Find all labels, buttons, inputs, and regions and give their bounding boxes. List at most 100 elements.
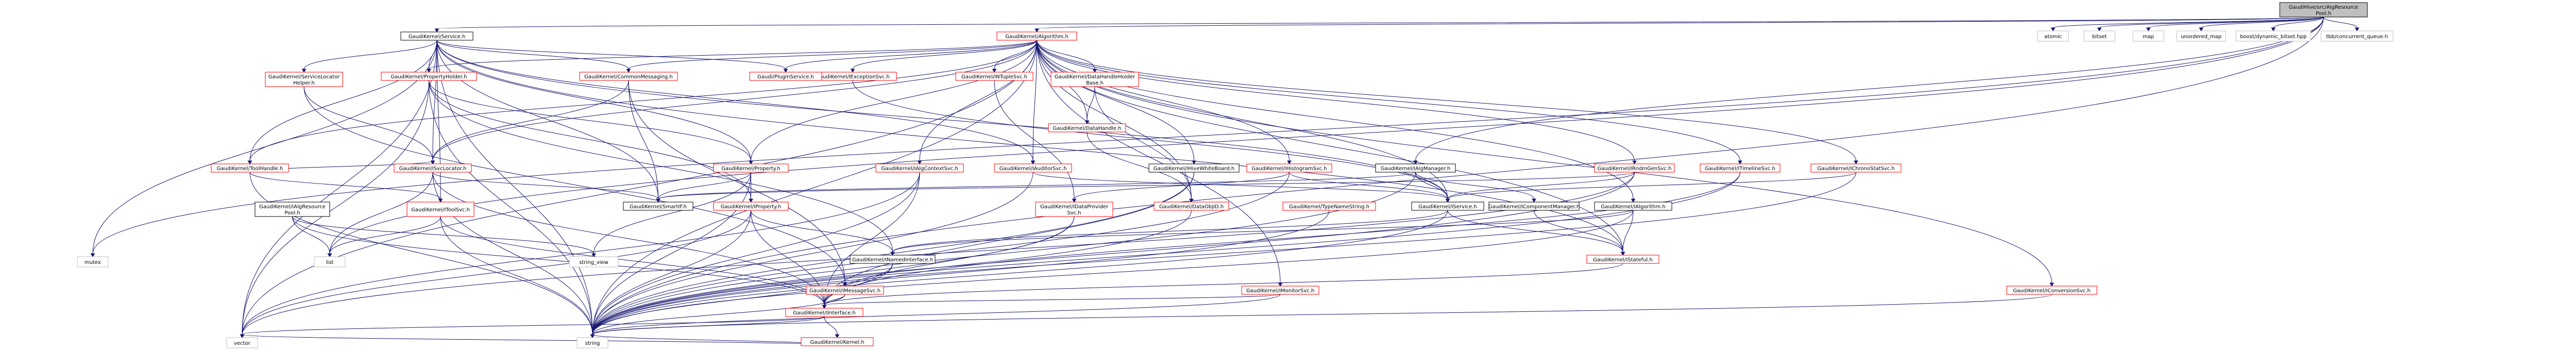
edge-datahandleholder-to-dataobjid: [1094, 86, 1192, 199]
node-iinterface[interactable]: GaudiKernel/IInterface.h: [785, 308, 863, 317]
edge-arrowhead-algorithm-to-iexceptionsvc: [850, 69, 855, 73]
node-dataobjid[interactable]: GaudiKernel/DataObjID.h: [1154, 202, 1229, 211]
edge-arrowhead-algorithm-to-ialgorithm: [1631, 198, 1636, 203]
edge-arrowhead-kernel-to-string: [590, 334, 595, 338]
node-imonitorsvc[interactable]: GaudiKernel/IMonitorSvc.h: [1241, 286, 1319, 295]
node-atomic: atomic: [2037, 30, 2069, 42]
edge-arrowhead-service-to-svclocatorhelper: [301, 69, 307, 73]
edge-algorithm-to-ichronostatsvc: [1037, 40, 1856, 161]
node-istateful[interactable]: GaudiKernel/IStateful.h: [1586, 255, 1659, 264]
node-iservice[interactable]: GaudiKernel/IService.h: [1411, 202, 1484, 211]
node-ihivewhiteboard[interactable]: GaudiKernel/IHiveWhiteBoard.h: [1148, 163, 1240, 173]
node-commonmessaging[interactable]: GaudiKernel/CommonMessaging.h: [579, 72, 678, 81]
edge-service-to-ipluginservice: [436, 40, 786, 70]
edge-datahandle-to-dataobjid: [1087, 131, 1192, 199]
edge-arrowhead-datahandleholder-to-datahandle: [1084, 120, 1090, 124]
edge-kernel-to-vector: [242, 334, 838, 346]
edge-arrowhead-root-to-unordered_map: [2199, 27, 2204, 31]
node-intuplesvc[interactable]: GaudiKernel/INTupleSvc.h: [955, 72, 1033, 81]
node-box-svclocatorhelper: [265, 72, 343, 87]
edge-itoolsvc-to-iinterface: [440, 216, 825, 306]
edge-arrowhead-root-to-tbb: [2354, 27, 2360, 31]
node-iauditorsvc[interactable]: GaudiKernel/IAuditorSvc.h: [994, 163, 1072, 173]
node-ichronostatsvc[interactable]: GaudiKernel/IChronoStatSvc.h: [1810, 163, 1902, 173]
node-algorithm[interactable]: GaudiKernel/Algorithm.h: [996, 31, 1077, 41]
edge-arrowhead-propertyholder-to-property: [749, 160, 753, 164]
node-service[interactable]: GaudiKernel/Service.h: [400, 31, 473, 41]
edge-iinterface-to-kernel: [824, 316, 838, 335]
edge-arrowhead-property-to-string_view: [591, 253, 596, 257]
edge-property-to-string_view: [594, 172, 751, 254]
node-string_view: string_view: [569, 256, 619, 268]
node-label-propertyholder: GaudiKernel/PropertyHolder.h: [391, 74, 467, 80]
node-typenamestring[interactable]: GaudiKernel/TypeNameString.h: [1282, 202, 1376, 211]
node-map: map: [2132, 30, 2164, 42]
node-unordered_map: unordered_map: [2176, 30, 2226, 42]
node-label-itoolsvc: GaudiKernel/IToolSvc.h: [411, 207, 470, 213]
edge-isvclocator-to-list: [329, 172, 433, 254]
node-iconversionsvc[interactable]: GaudiKernel/IConversionSvc.h: [2006, 286, 2097, 295]
edge-algorithm-to-ihistogramsvc: [1037, 40, 1290, 161]
node-box-dynamic_bitset: [2235, 30, 2311, 42]
node-box-ialgmanager: [1375, 163, 1456, 173]
node-box-typenamestring: [1282, 202, 1376, 211]
node-ialgorithm[interactable]: GaudiKernel/IAlgorithm.h: [1594, 202, 1672, 211]
node-label-svclocatorhelper: Helper.h: [293, 80, 315, 86]
edge-svclocatorhelper-to-imessagesvc: [303, 86, 845, 284]
edge-service-to-vector: [242, 40, 437, 335]
node-kernel[interactable]: GaudiKernel/Kernel.h: [801, 337, 874, 346]
edge-ialgcontextsvc-to-string: [592, 172, 920, 335]
node-inamedinterface[interactable]: GaudiKernel/INamedInterface.h: [850, 255, 936, 264]
edge-arrowhead-property-to-iproperty: [749, 198, 753, 203]
node-label-ihistogramsvc: GaudiKernel/IHistogramSvc.h: [1251, 166, 1327, 172]
edge-service-to-smartif: [436, 40, 658, 199]
node-itimelinesvc[interactable]: GaudiKernel/ITimelineSvc.h: [1700, 163, 1781, 173]
node-iproperty[interactable]: GaudiKernel/IProperty.h: [713, 202, 789, 211]
node-label-iservice: GaudiKernel/IService.h: [1418, 204, 1477, 210]
node-imessagesvc[interactable]: GaudiKernel/IMessageSvc.h: [806, 286, 884, 295]
node-box-toolhandle: [211, 163, 289, 173]
node-box-propertyholder: [381, 72, 477, 81]
edge-arrowhead-kernel-to-vector: [240, 334, 245, 338]
node-icomponentmanager[interactable]: GaudiKernel/IComponentManager.h: [1488, 202, 1580, 211]
edge-arrowhead-algorithm-to-ialgcontextsvc: [917, 160, 922, 164]
edge-commonmessaging-to-imessagesvc: [628, 80, 845, 284]
node-ipluginservice[interactable]: Gaudi/PluginService.h: [749, 72, 822, 81]
edge-propertyholder-to-property: [429, 80, 751, 161]
node-dynamic_bitset: boost/dynamic_bitset.hpp: [2235, 30, 2311, 42]
edge-iservice-to-inamedinterface: [892, 210, 1448, 253]
node-ialgmanager[interactable]: GaudiKernel/IAlgManager.h: [1375, 163, 1456, 173]
edge-ibindingensvc-to-iservice: [1447, 172, 1635, 199]
edge-algorithm-to-iconversionsvc: [1037, 40, 2052, 284]
node-toolhandle[interactable]: GaudiKernel/ToolHandle.h: [211, 163, 289, 173]
edge-itimelinesvc-to-iinterface: [824, 172, 1740, 306]
node-datahandle[interactable]: GaudiKernel/DataHandle.h: [1048, 123, 1126, 132]
edge-service-to-iauditorsvc: [436, 40, 1033, 161]
node-ialgcontextsvc[interactable]: GaudiKernel/IAlgContextSvc.h: [875, 163, 964, 173]
node-propertyholder[interactable]: GaudiKernel/PropertyHolder.h: [381, 72, 477, 81]
edge-inamedinterface-to-iinterface: [824, 263, 893, 306]
node-property[interactable]: GaudiKernel/Property.h: [713, 163, 789, 173]
edge-algorithm-to-toolhandle: [249, 40, 1037, 161]
node-ibindingensvc[interactable]: GaudiKernel/IRndmGenSvc.h: [1594, 163, 1675, 173]
node-smartif[interactable]: GaudiKernel/SmartIF.h: [623, 202, 693, 211]
node-box-bitset: [2083, 30, 2115, 42]
node-box-tbb: [2320, 30, 2394, 42]
node-label-root: GaudiHive/src/AlgResource: [2289, 5, 2359, 10]
node-box-ibindingensvc: [1594, 163, 1675, 173]
node-itoolsvc[interactable]: GaudiKernel/IToolSvc.h: [406, 202, 474, 217]
node-box-imonitorsvc: [1241, 286, 1319, 295]
node-label-ihivewhiteboard: GaudiKernel/IHiveWhiteBoard.h: [1154, 166, 1234, 172]
node-ihistogramsvc[interactable]: GaudiKernel/IHistogramSvc.h: [1246, 163, 1332, 173]
edge-arrowhead-service-to-toolhandle: [247, 160, 252, 164]
node-label-icomponentmanager: GaudiKernel/IComponentManager.h: [1488, 204, 1580, 210]
node-tbb: tbb/concurrent_queue.h: [2320, 30, 2394, 42]
node-vector: vector: [226, 337, 258, 348]
node-isvclocator[interactable]: GaudiKernel/ISvcLocator.h: [394, 163, 472, 173]
node-box-list: [314, 256, 346, 268]
